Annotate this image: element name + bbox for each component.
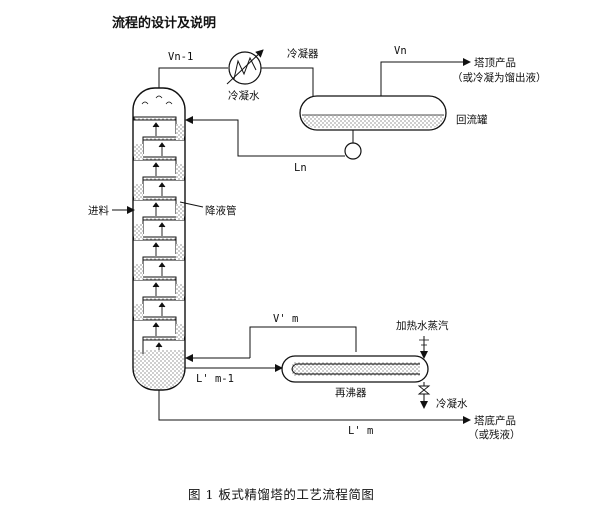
label-vn-minus-1: Vn-1 bbox=[168, 51, 194, 63]
label-l-prime-m: L' m bbox=[348, 425, 374, 437]
reflux-drum-liquid bbox=[302, 115, 444, 128]
steam-inlet bbox=[419, 336, 429, 359]
downcomer-pointer bbox=[179, 201, 204, 208]
label-reboiler: 再沸器 bbox=[335, 387, 367, 399]
column-vapor-arrows bbox=[152, 122, 166, 350]
condenser-symbol bbox=[226, 49, 264, 85]
bottom-product-line bbox=[158, 390, 471, 424]
page-heading: 流程的设计及说明 bbox=[112, 16, 217, 31]
reboiler-vapor-line bbox=[249, 326, 357, 358]
reboiler-liquid bbox=[292, 362, 420, 376]
condensate-outlet bbox=[417, 382, 431, 409]
overhead-vapor-line bbox=[158, 67, 228, 88]
label-heating-steam: 加热水蒸汽 bbox=[396, 320, 449, 332]
label-reflux-drum: 回流罐 bbox=[456, 114, 488, 126]
label-feed: 进料 bbox=[88, 205, 109, 217]
label-top-product: 塔顶产品 bbox=[474, 57, 516, 69]
label-bottom-product: 塔底产品 bbox=[474, 415, 516, 427]
top-product-line bbox=[380, 58, 471, 96]
reflux-pump bbox=[344, 142, 362, 160]
label-bottom-product-note: （或残液） bbox=[468, 429, 521, 441]
label-cooling-water-bottom: 冷凝水 bbox=[436, 398, 468, 410]
column-top-vapor bbox=[141, 95, 173, 105]
label-vn: Vn bbox=[394, 45, 407, 57]
condenser-outlet-line bbox=[261, 67, 317, 105]
figure-caption: 图 1 板式精馏塔的工艺流程简图 bbox=[188, 487, 375, 502]
label-downcomer: 降液管 bbox=[205, 205, 237, 217]
column-trays bbox=[133, 116, 185, 354]
reboiler-tube bbox=[291, 363, 420, 375]
label-cooling-water-top: 冷凝水 bbox=[228, 90, 260, 102]
label-ln: Ln bbox=[294, 162, 307, 174]
label-v-prime-m: V' m bbox=[273, 313, 299, 325]
column-bottom-liquid bbox=[134, 350, 184, 389]
reflux-line-ln bbox=[185, 116, 345, 157]
label-condenser: 冷凝器 bbox=[287, 48, 319, 60]
label-top-product-note: （或冷凝为馏出液） bbox=[452, 72, 547, 84]
label-l-prime-m-minus-1: L' m-1 bbox=[196, 373, 234, 385]
